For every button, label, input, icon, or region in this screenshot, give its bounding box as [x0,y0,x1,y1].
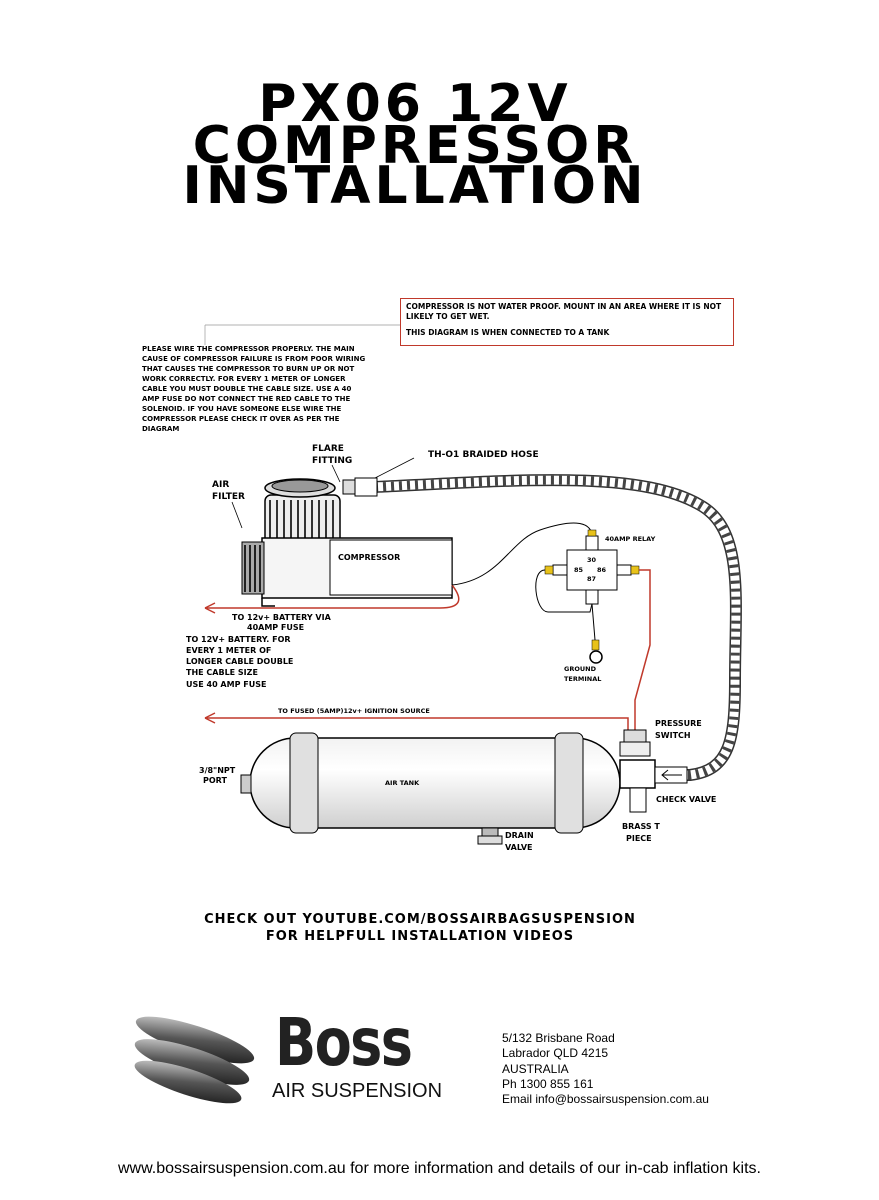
air-filter-leader [231,501,243,529]
boss-logo-swoosh [134,1016,255,1104]
label-air: AIR [212,480,230,490]
relay-pin-87: 87 [587,575,597,583]
label-flare: FLARE [312,444,344,454]
brand-name: Boss [275,1004,413,1081]
warning-note-box: COMPRESSOR IS NOT WATER PROOF. MOUNT IN … [400,298,734,346]
relay-pin-85: 85 [574,566,584,574]
label-terminal: TERMINAL [564,675,602,683]
title-line-2: COMPRESSOR [192,116,638,176]
ignition-wire-arrow [204,712,216,724]
label-drain: DRAIN [505,831,534,840]
title-line-3: INSTALLATION [182,156,648,216]
label-ground: GROUND [564,665,596,673]
label-battery-note-4: THE CABLE SIZE [186,668,258,677]
label-filter: FILTER [212,492,245,502]
pressure-switch [619,729,651,757]
compressor [241,478,453,607]
footer-website-note: www.bossairsuspension.com.au for more in… [118,1160,761,1177]
promo-videos: FOR HELPFULL INSTALLATION VIDEOS [265,929,575,944]
label-battery-via: TO 12v+ BATTERY VIA [232,613,331,622]
relay [544,529,640,605]
address-phone: Ph 1300 855 161 [502,1076,594,1091]
air-tank [240,732,621,834]
label-brass-t: BRASS T [622,822,660,831]
drain-valve [477,827,503,845]
brand-tagline: AIR SUSPENSION [272,1080,443,1102]
relay-86-wire [634,569,651,730]
label-compressor: COMPRESSOR [338,553,401,562]
relay-pin-30: 30 [587,556,597,564]
label-relay: 40AMP RELAY [605,535,656,543]
address-line-3: AUSTRALIA [502,1061,569,1076]
note-tank: THIS DIAGRAM IS WHEN CONNECTED TO A TANK [406,328,610,338]
address-email: Email info@bossairsuspension.com.au [502,1092,709,1107]
braided-hose [374,474,742,781]
label-battery-note-5: USE 40 AMP FUSE [186,680,267,689]
note-water-proof: COMPRESSOR IS NOT WATER PROOF. MOUNT IN … [406,302,722,322]
label-braided-hose: TH-O1 BRAIDED HOSE [428,450,539,460]
company-address: 5/132 Brisbane Road Labrador QLD 4215 AU… [502,1031,709,1107]
label-ignition: TO FUSED (5AMP)12v+ IGNITION SOURCE [278,707,430,715]
promo-youtube: CHECK OUT YOUTUBE.COM/BOSSAIRBAGSUSPENSI… [204,912,636,927]
hose-end-fitting [354,477,378,497]
ground-terminal [589,650,603,664]
brass-t-piece [619,759,656,813]
label-port: PORT [203,776,227,785]
ground-wire [591,603,596,641]
label-fitting: FITTING [312,456,353,466]
wiring-warning: PLEASE WIRE THE COMPRESSOR PROPERLY. THE… [142,345,366,433]
label-switch: SWITCH [655,731,691,740]
label-air-tank: AIR TANK [385,779,420,787]
label-pressure: PRESSURE [655,719,702,728]
battery-wire [205,584,460,609]
check-valve [654,766,688,784]
label-check-valve: CHECK VALVE [656,795,717,804]
label-npt: 3/8"NPT [199,766,236,775]
hose-leader-line [374,457,415,479]
label-battery-note-3: LONGER CABLE DOUBLE [186,657,294,666]
ground-lug [591,639,600,651]
relay-30-wire [451,522,593,586]
flare-leader [331,464,341,483]
address-line-1: 5/132 Brisbane Road [502,1031,615,1045]
title-line-1: PX06 12V [258,74,572,134]
label-piece: PIECE [626,834,652,843]
label-battery-note-2: EVERY 1 METER OF [186,646,272,655]
label-battery-note-1: TO 12V+ BATTERY. FOR [186,635,291,644]
address-line-2: Labrador QLD 4215 [502,1046,609,1061]
ignition-wire [205,717,629,730]
relay-pin-86: 86 [597,566,607,574]
label-valve: VALVE [505,843,533,852]
label-40amp-fuse: 40AMP FUSE [247,623,305,632]
relay-85-wire [535,569,593,613]
battery-wire-arrow [204,602,216,614]
flare-fitting [342,479,356,495]
